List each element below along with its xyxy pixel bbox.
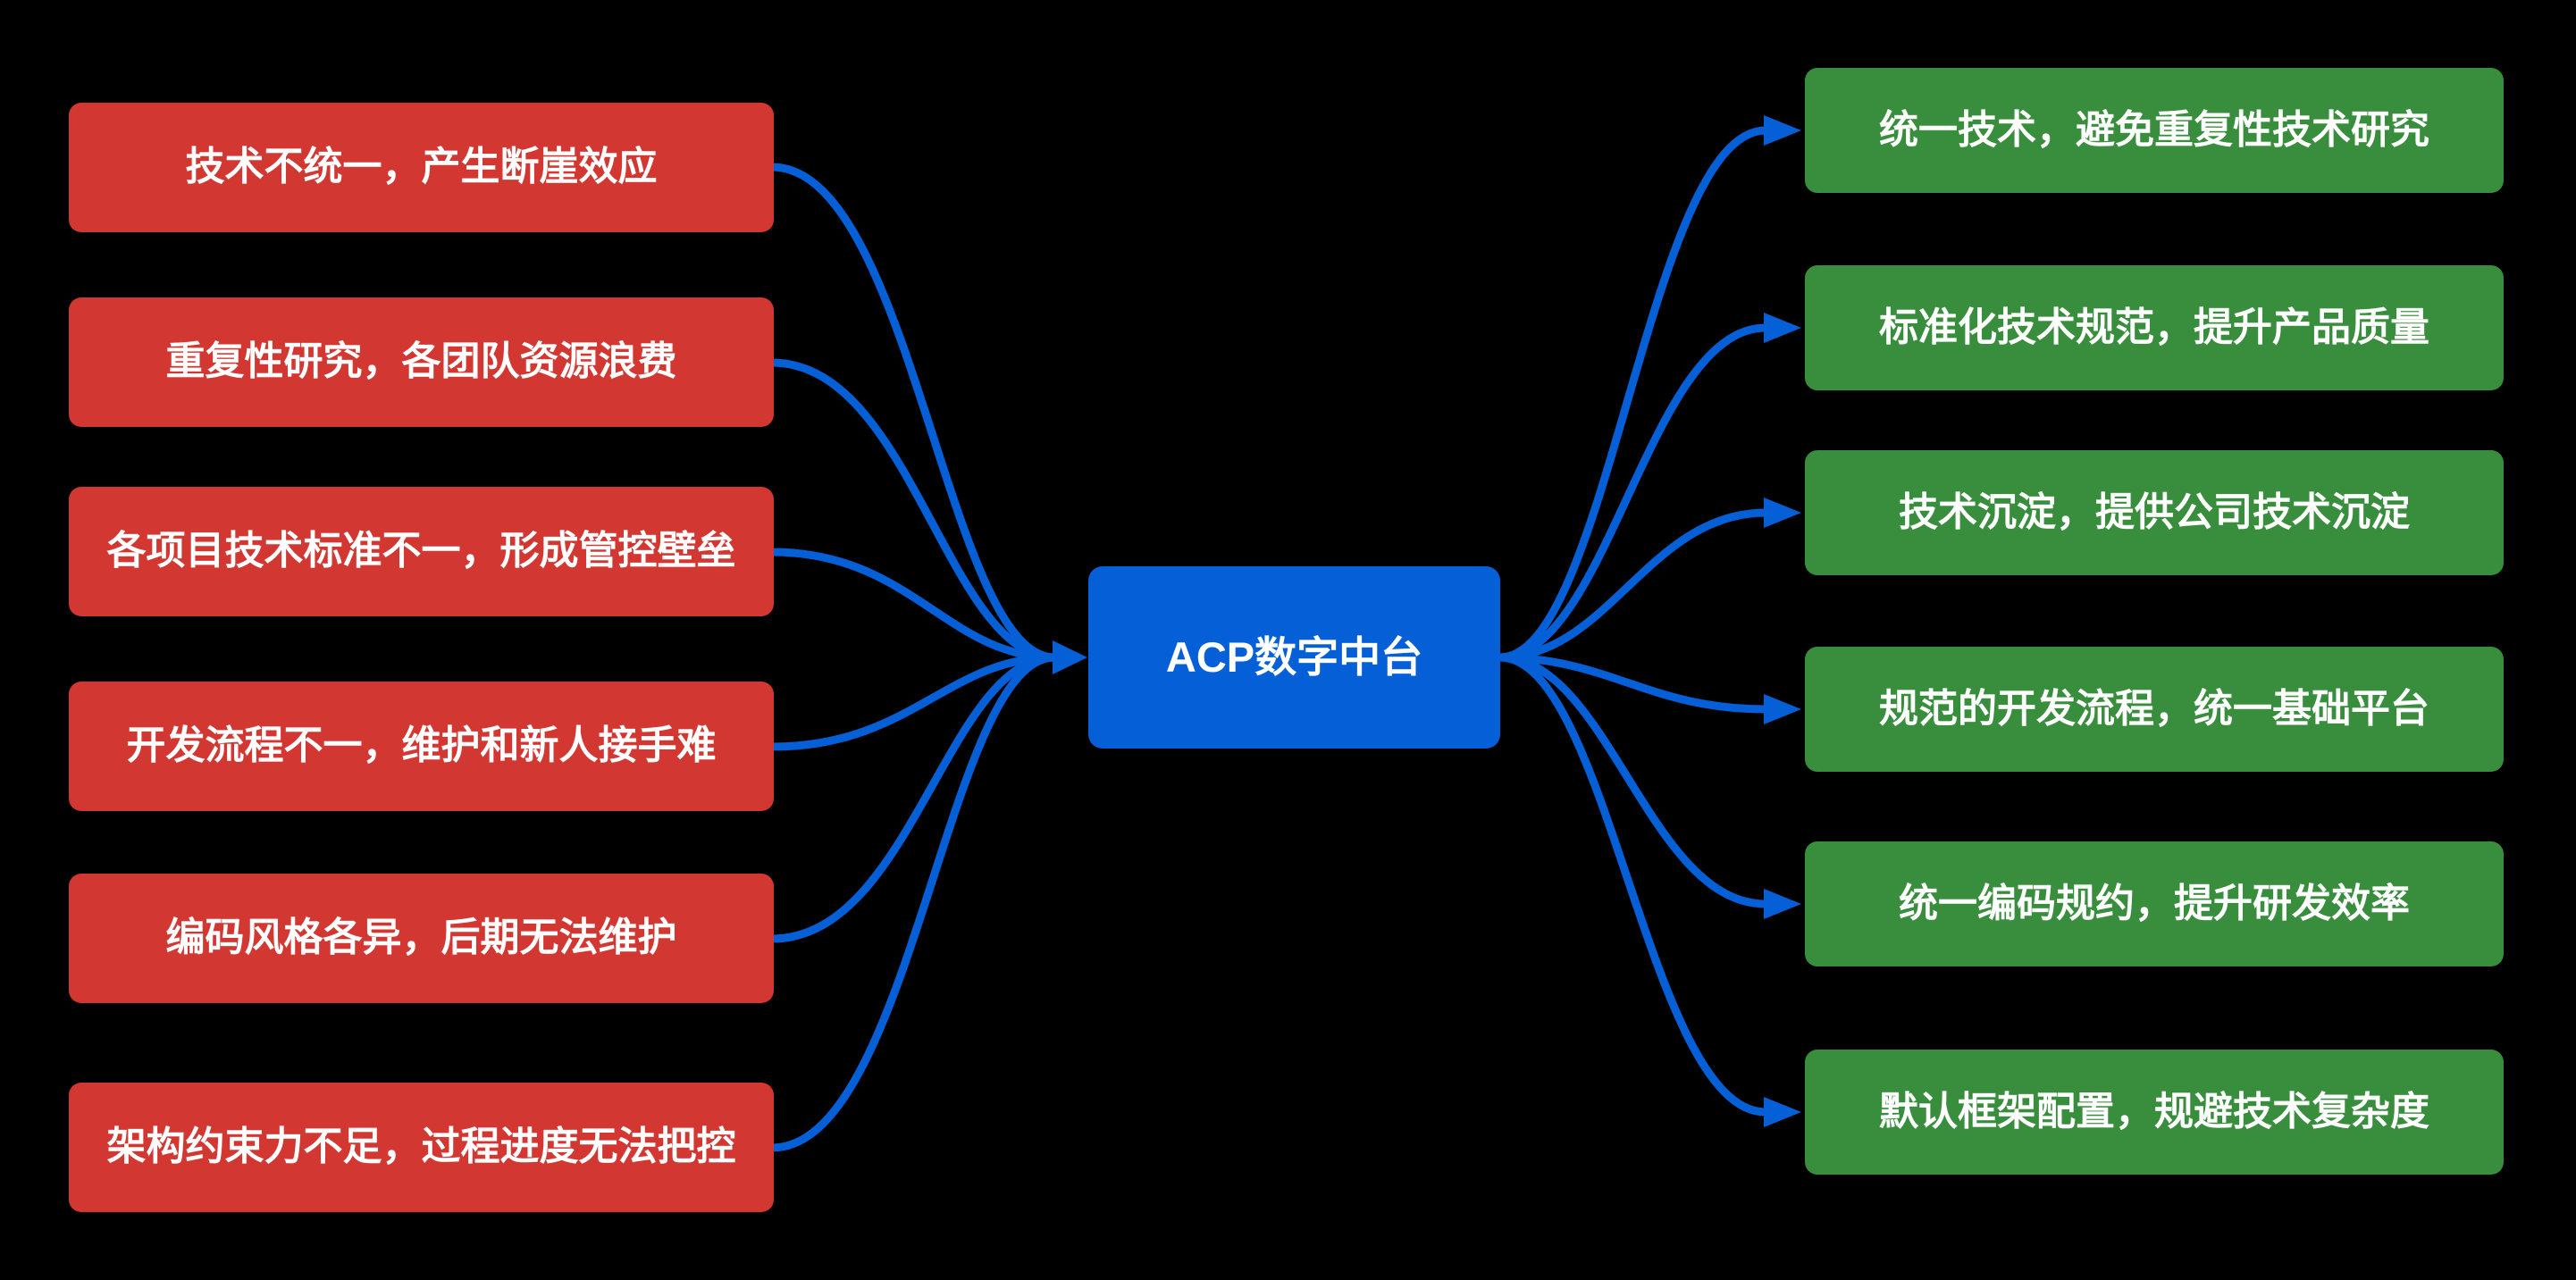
connector-center-to-benefit-3 [1496, 508, 1770, 662]
node-benefit-3[interactable]: 技术沉淀，提供公司技术沉淀 [1805, 450, 2504, 575]
node-problem-6[interactable]: 架构约束力不足，过程进度无法把控 [69, 1083, 774, 1212]
node-label: 规范的开发流程，统一基础平台 [1879, 686, 2429, 731]
connector-problem-2-to-center [768, 358, 1059, 662]
node-label: 统一技术，避免重复性技术研究 [1879, 107, 2429, 152]
node-problem-5[interactable]: 编码风格各异，后期无法维护 [69, 874, 774, 1003]
connector-problem-1-to-center [768, 163, 1059, 662]
node-label: 技术不统一，产生断崖效应 [185, 145, 658, 189]
node-problem-3[interactable]: 各项目技术标准不一，形成管控壁垒 [69, 487, 774, 616]
node-benefit-2[interactable]: 标准化技术规范，提升产品质量 [1805, 265, 2504, 390]
node-label: 编码风格各异，后期无法维护 [165, 916, 677, 960]
arrowhead-benefit-5-icon [1764, 889, 1801, 919]
connector-problem-6-to-center [768, 653, 1059, 1152]
connector-problem-4-to-center [768, 653, 1059, 751]
node-label: 开发流程不一，维护和新人接手难 [126, 724, 717, 768]
arrowhead-benefit-2-icon [1764, 313, 1801, 343]
node-label: 架构约束力不足，过程进度无法把控 [106, 1125, 736, 1169]
connector-center-to-benefit-4 [1496, 653, 1770, 714]
connector-center-to-benefit-2 [1496, 323, 1770, 662]
node-label: 各项目技术标准不一，形成管控壁垒 [106, 529, 736, 573]
connector-center-to-benefit-6 [1496, 653, 1770, 1117]
connector-center-to-benefit-5 [1496, 653, 1770, 908]
node-label: ACP数字中台 [1165, 632, 1423, 681]
node-benefit-4[interactable]: 规范的开发流程，统一基础平台 [1805, 647, 2504, 772]
arrowhead-benefit-1-icon [1764, 115, 1801, 146]
arrowhead-benefit-3-icon [1764, 498, 1801, 528]
node-benefit-5[interactable]: 统一编码规约，提升研发效率 [1805, 841, 2504, 966]
arrowhead-into-center-icon [1053, 640, 1087, 674]
node-label: 统一编码规约，提升研发效率 [1899, 881, 2410, 925]
arrowhead-benefit-6-icon [1764, 1097, 1801, 1127]
connector-problem-3-to-center [768, 548, 1059, 662]
node-benefit-1[interactable]: 统一技术，避免重复性技术研究 [1805, 68, 2504, 193]
arrowhead-benefit-4-icon [1764, 694, 1801, 724]
node-problem-4[interactable]: 开发流程不一，维护和新人接手难 [69, 682, 774, 811]
connector-problem-5-to-center [768, 653, 1059, 943]
node-problem-1[interactable]: 技术不统一，产生断崖效应 [69, 103, 774, 232]
node-label: 标准化技术规范，提升产品质量 [1879, 305, 2429, 349]
node-label: 默认框架配置，规避技术复杂度 [1879, 1089, 2429, 1134]
node-label: 技术沉淀，提供公司技术沉淀 [1899, 489, 2410, 534]
node-label: 重复性研究，各团队资源浪费 [165, 339, 677, 384]
node-acp-platform[interactable]: ACP数字中台 [1088, 566, 1500, 749]
connector-center-to-benefit-1 [1496, 126, 1770, 662]
node-benefit-6[interactable]: 默认框架配置，规避技术复杂度 [1805, 1050, 2504, 1175]
node-problem-2[interactable]: 重复性研究，各团队资源浪费 [69, 297, 774, 427]
